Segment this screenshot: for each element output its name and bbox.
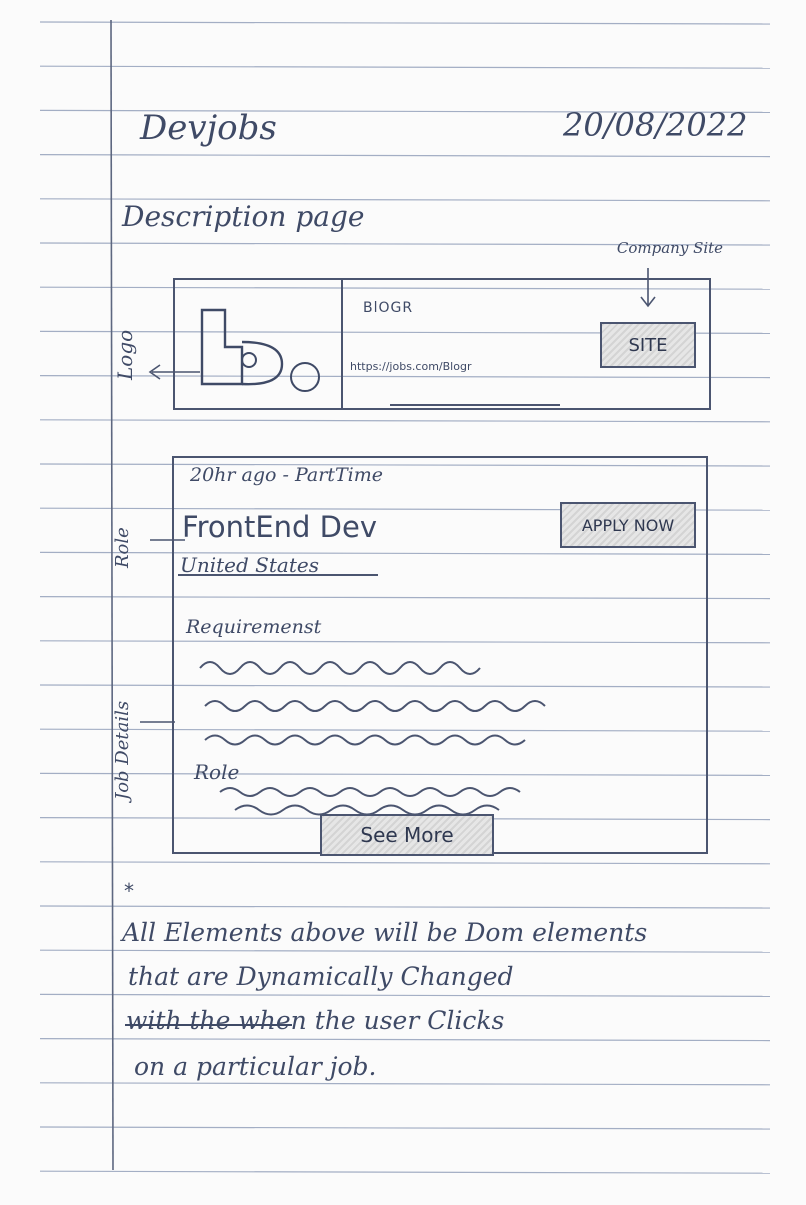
ruled-line — [39, 595, 771, 600]
margin-line — [110, 19, 114, 1171]
logo-arrow — [148, 364, 200, 380]
role-side-label: Role — [112, 527, 133, 568]
ruled-line — [39, 772, 771, 777]
job-card: 20hr ago - PartTime FrontEnd Dev United … — [172, 456, 708, 856]
asterisk-mark: * — [124, 879, 134, 903]
job-meta: 20hr ago - PartTime — [190, 464, 383, 486]
ruled-line — [39, 1126, 771, 1130]
ruled-line — [39, 640, 771, 644]
company-site-button[interactable]: SITE — [600, 322, 696, 368]
role-heading: Role — [194, 760, 240, 784]
ruled-line — [39, 21, 771, 25]
company-card-divider — [341, 278, 343, 410]
job-details-side-label: Job Details — [112, 700, 133, 800]
company-site-arrow — [640, 268, 656, 308]
ruled-line — [39, 1170, 771, 1174]
ruled-line — [39, 949, 771, 953]
logo-side-label: Logo — [113, 329, 137, 380]
apply-now-button[interactable]: APPLY NOW — [560, 502, 696, 548]
company-site-annotation: Company Site — [616, 239, 724, 257]
company-url[interactable]: https://jobs.com/Blogr — [350, 360, 472, 373]
ruled-line — [39, 109, 771, 113]
note-line-3: with the when the user Clicks — [126, 1006, 505, 1035]
company-card: bo BlOGR https://jobs.com/Blogr SITE — [173, 278, 711, 410]
ruled-line — [39, 375, 771, 379]
requirements-scribbles — [199, 661, 546, 746]
job-title: FrontEnd Dev — [182, 510, 378, 544]
company-name: BlOGR — [363, 300, 414, 316]
ruled-line — [39, 905, 771, 909]
job-location: United States — [180, 553, 319, 577]
page-heading: Description page — [122, 200, 365, 233]
ruled-line — [39, 684, 771, 688]
ruled-line — [39, 198, 771, 202]
note-line-4: on a particular job. — [134, 1052, 377, 1081]
ruled-line — [39, 154, 771, 158]
ruled-line — [39, 728, 771, 732]
logo-icon — [200, 308, 320, 392]
ruled-line — [39, 1037, 771, 1042]
ruled-line — [39, 1082, 771, 1086]
company-logo: bo — [197, 302, 320, 392]
ruled-line — [39, 463, 771, 467]
note-line-2: that are Dynamically Changed — [128, 962, 514, 991]
see-more-button[interactable]: See More — [320, 814, 494, 856]
ruled-line — [39, 419, 771, 423]
requirements-heading: Requiremenst — [186, 616, 322, 638]
ruled-line — [39, 551, 771, 556]
ruled-line — [39, 993, 771, 998]
ruled-line — [39, 242, 771, 246]
ruled-line — [39, 861, 771, 865]
app-title: Devjobs — [140, 108, 277, 148]
note-line-1: All Elements above will be Dom elements — [122, 918, 648, 947]
ruled-line — [39, 65, 771, 69]
sketch-date: 20/08/2022 — [563, 106, 748, 144]
